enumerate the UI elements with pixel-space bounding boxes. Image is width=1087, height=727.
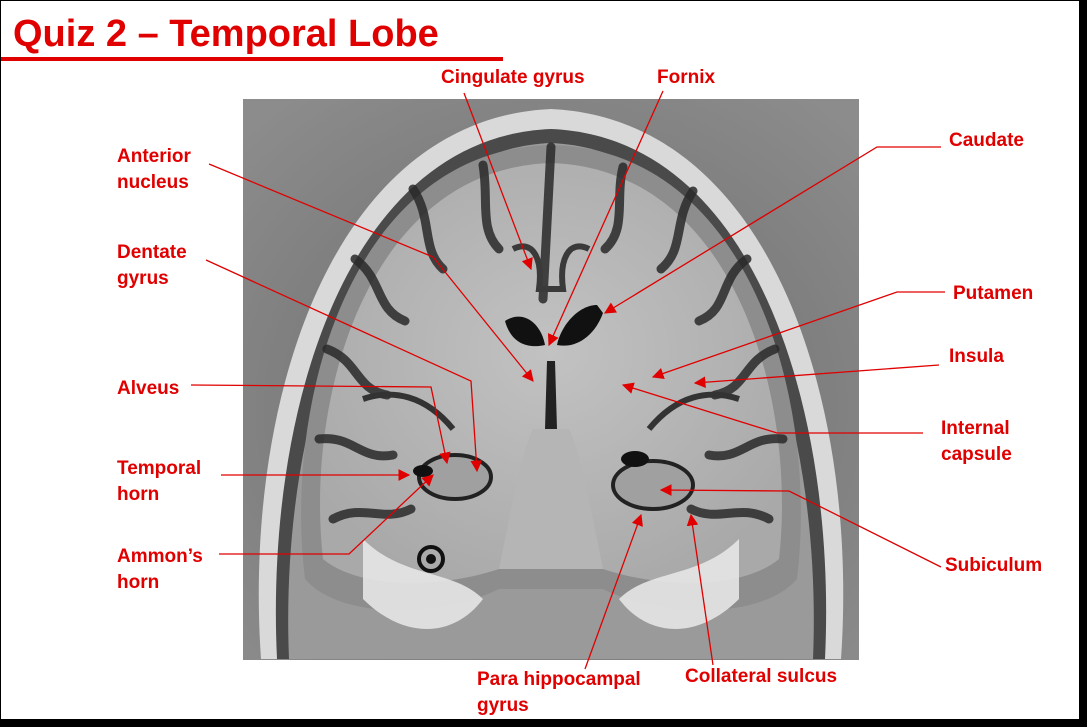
label-alveus: Alveus (117, 378, 180, 399)
label-ammons-horn: Ammon’s horn (117, 546, 203, 593)
mri-coronal-scan (243, 99, 859, 660)
label-cingulate-gyrus: Cingulate gyrus (441, 67, 585, 88)
label-collateral-sulcus: Collateral sulcus (685, 666, 838, 687)
label-putamen: Putamen (953, 283, 1034, 304)
label-dentate-gyrus: Dentate gyrus (117, 242, 187, 289)
slide-title: Quiz 2 – Temporal Lobe (13, 13, 439, 55)
label-subiculum: Subiculum (945, 555, 1043, 576)
label-insula: Insula (949, 346, 1004, 367)
label-temporal-horn: Temporal horn (117, 458, 202, 505)
label-parahippocampal-gyrus: Para hippocampal gyrus (477, 669, 641, 716)
title-underline (1, 57, 503, 61)
label-anterior-nucleus: Anterior nucleus (117, 146, 191, 193)
label-fornix: Fornix (657, 67, 716, 88)
label-caudate: Caudate (949, 130, 1024, 151)
label-internal-capsule: Internal capsule (941, 418, 1012, 465)
